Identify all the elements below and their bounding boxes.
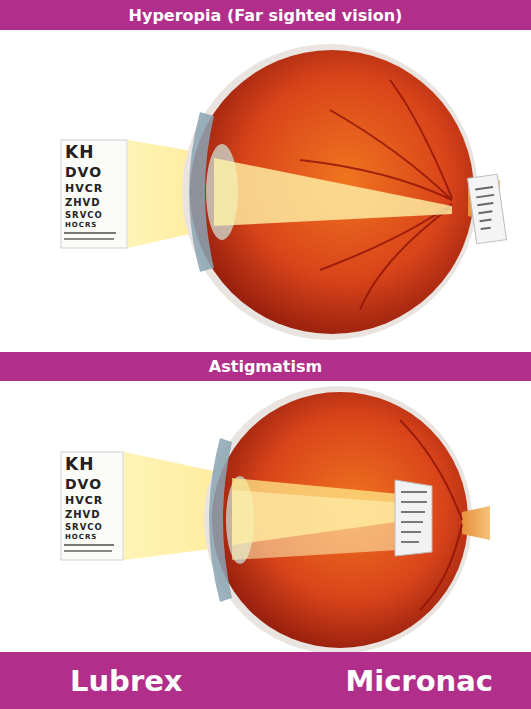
eye-interior: [190, 50, 474, 334]
light-beam: [214, 158, 452, 226]
band-title: Astigmatism: [209, 357, 322, 376]
eye-chart: [61, 140, 127, 248]
title-band: Astigmatism: [0, 352, 531, 381]
sclera: [204, 386, 472, 654]
band-title: Hyperopia (Far sighted vision): [129, 6, 403, 25]
chart-letters: HVCR: [65, 495, 103, 506]
title-band: Hyperopia (Far sighted vision): [0, 0, 531, 30]
chart-letters: DVO: [65, 477, 102, 491]
retinal-image: [395, 480, 432, 556]
chart-letters: HVCR: [65, 183, 103, 194]
chart-letters: ZHVD: [65, 510, 101, 520]
chart-row-bar: [64, 238, 114, 240]
chart-letters: DVO: [65, 165, 102, 179]
sclera: [182, 44, 478, 340]
brand-band: Lubrex Micronac: [0, 652, 531, 709]
chart-letters: SRVCO: [65, 523, 103, 532]
chart-letters: KH: [65, 144, 94, 161]
retinal-image-rows: [475, 187, 498, 229]
retinal-image-rows: [401, 492, 427, 542]
chart-row-bar: [64, 544, 114, 546]
chart-letters: HOCRS: [65, 222, 97, 229]
retinal-image: [468, 174, 507, 244]
chart-letters: SRVCO: [65, 211, 103, 220]
light-beam: [124, 452, 218, 560]
chart-row-bar: [64, 232, 116, 234]
chart-letters: KH: [65, 456, 94, 473]
brand-name: Micronac: [345, 664, 493, 698]
eye-interior: [212, 392, 468, 648]
blood-vessels: [400, 420, 462, 610]
optic-nerve: [462, 506, 490, 540]
chart-row-bar: [64, 550, 112, 552]
chart-letters: ZHVD: [65, 198, 101, 208]
chart-letters: HOCRS: [65, 534, 97, 541]
brand-name: Lubrex: [70, 664, 183, 698]
eye-chart: [61, 452, 123, 560]
